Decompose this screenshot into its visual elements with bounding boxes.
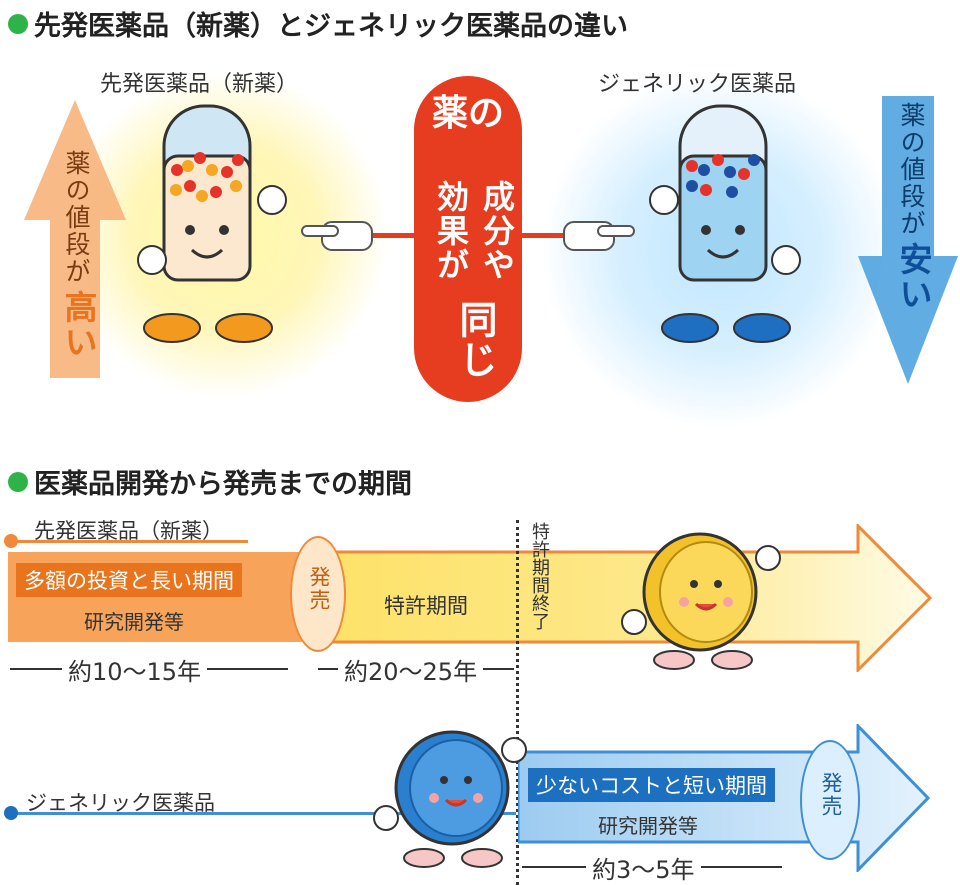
pointing-hand-icon (563, 221, 635, 251)
same-effect-pill (414, 76, 522, 402)
brand-timeline-label: 先発医薬品（新薬） (34, 519, 223, 543)
price-low-arrow (858, 96, 958, 384)
patent-period-text: 特許期間 (384, 594, 468, 618)
generic-drug-label: ジェネリック医薬品 (598, 72, 797, 97)
section2-title: 医薬品開発から発売までの期間 (8, 462, 412, 501)
same-effect-col1: 効果が (432, 180, 470, 282)
generic-launch-oval (800, 740, 860, 860)
section1-title-text: 先発医薬品（新薬）とジェネリック医薬品の違い (34, 11, 628, 42)
bullet-icon (8, 13, 28, 34)
bullet-icon (8, 471, 28, 492)
brand-rd-text: 研究開発等 (84, 610, 184, 634)
section2-title-text: 医薬品開発から発売までの期間 (34, 469, 412, 500)
price-low-text: 薬の値段が (897, 102, 926, 237)
price-low-emph: 安い (894, 242, 933, 312)
brand-launch-oval (290, 536, 346, 652)
price-high-emph: 高い (59, 290, 98, 360)
brand-start-dot (4, 534, 18, 548)
brand-timeline-arrow (8, 524, 933, 672)
patent-expiry-text: 特許期間終了 (529, 522, 550, 630)
brand-investment-box: 多額の投資と長い期間 (16, 563, 242, 597)
generic-start-dot (4, 806, 18, 820)
brand-duration-1: 約10～15年 (62, 652, 208, 687)
brand-drug-label: 先発医薬品（新薬） (100, 72, 299, 97)
same-effect-col2: 成分や (478, 180, 516, 282)
brand-capsule-mascot (137, 104, 287, 343)
price-high-text: 薬の値段が (62, 150, 91, 285)
blue-coin-mascot (373, 730, 527, 868)
generic-capsule-mascot (649, 104, 801, 343)
pointing-hand-icon (301, 221, 373, 251)
same-effect-bottom: 同じ (453, 300, 497, 380)
price-high-arrow (24, 100, 126, 378)
gold-coin-mascot (621, 532, 781, 670)
brand-launch-text: 発売 (307, 566, 331, 612)
generic-cost-box: 少ないコストと短い期間 (528, 768, 775, 802)
patent-expiry-line (516, 520, 519, 885)
section1-title: 先発医薬品（新薬）とジェネリック医薬品の違い (8, 4, 628, 43)
brand-duration-2: 約20～25年 (338, 652, 484, 687)
right-connector (518, 233, 578, 238)
brand-label-line (8, 540, 248, 543)
same-effect-top: 薬の (431, 93, 504, 134)
generic-line (8, 812, 516, 815)
left-connector (360, 233, 420, 238)
generic-duration: 約3～5年 (586, 850, 701, 885)
generic-timeline-label: ジェネリック医薬品 (26, 791, 215, 815)
generic-launch-text: 発売 (819, 772, 843, 818)
generic-rd-text: 研究開発等 (598, 814, 698, 838)
